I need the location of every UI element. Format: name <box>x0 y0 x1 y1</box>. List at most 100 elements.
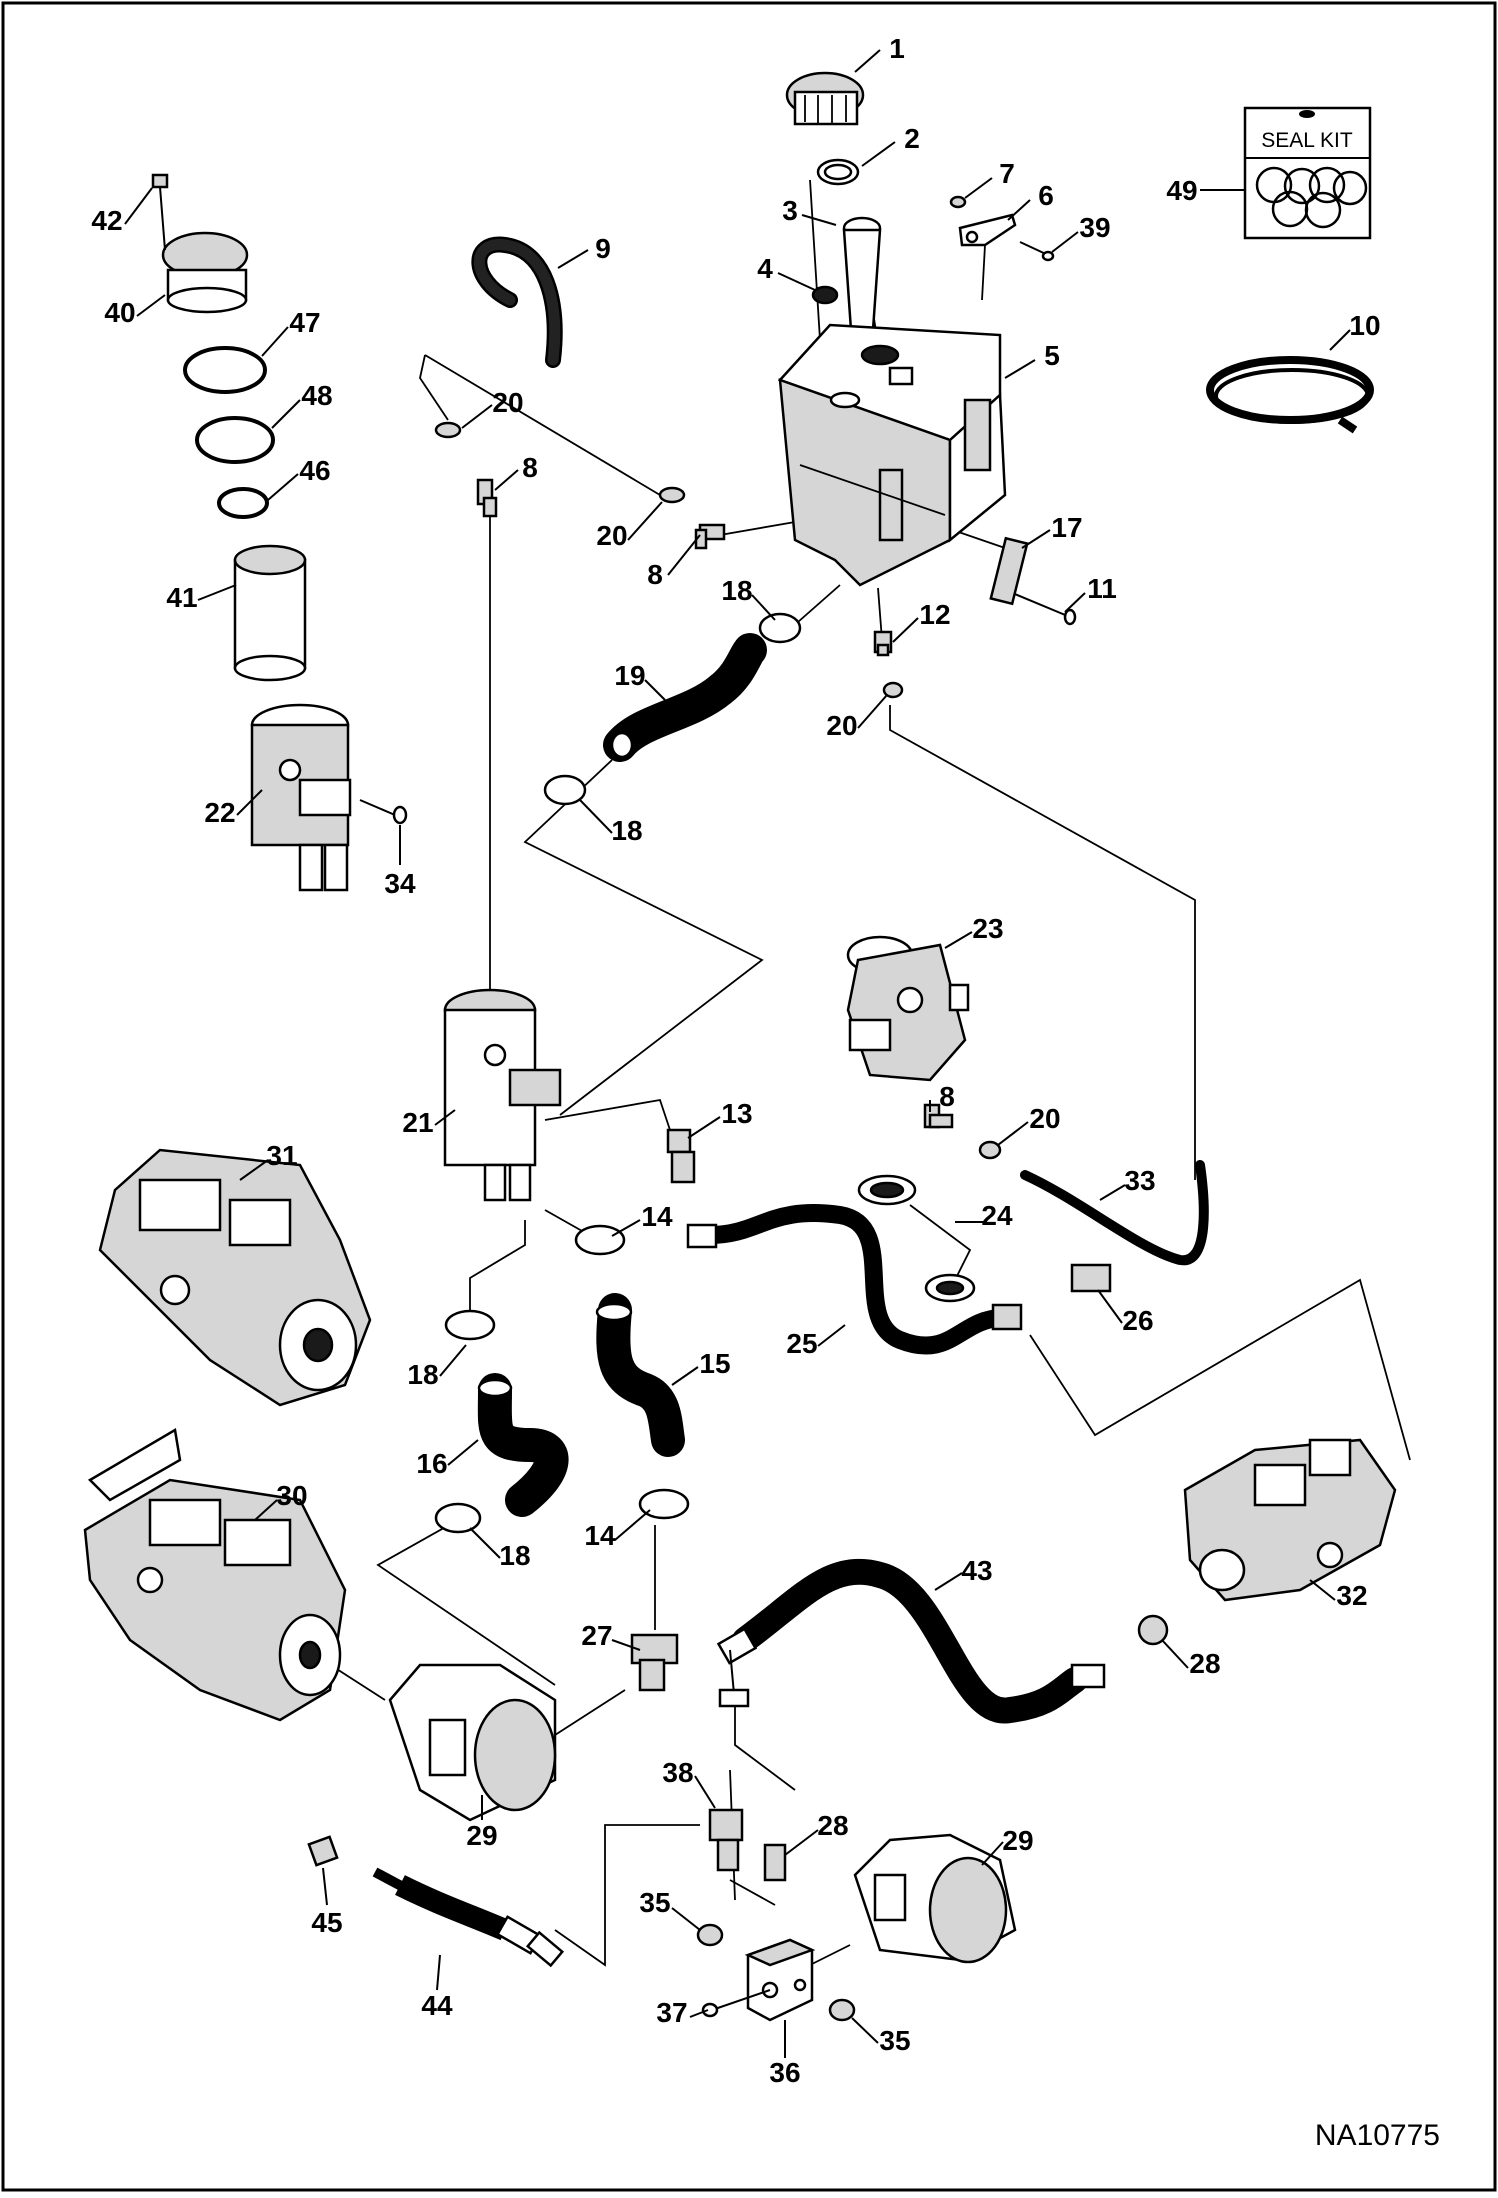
part-callout-29: 29 <box>466 1820 497 1851</box>
callout-leader-line <box>687 1116 721 1139</box>
fitting-part <box>666 1128 696 1184</box>
callout-leader-line <box>447 1439 479 1466</box>
part-callout-35: 35 <box>879 2025 910 2056</box>
callout-leader-line <box>1161 1639 1189 1669</box>
part-callout-25: 25 <box>786 1328 817 1359</box>
part-callout-3: 3 <box>782 195 798 226</box>
part-callout-4: 4 <box>757 253 773 284</box>
callout-leader-line <box>611 1219 641 1237</box>
callout-leader-line <box>1051 231 1079 253</box>
valve-part <box>846 935 970 1082</box>
part-callout-36: 36 <box>769 2057 800 2088</box>
callout-leader-line <box>461 404 493 429</box>
hose-part <box>471 236 563 368</box>
part-callout-14: 14 <box>641 1201 673 1232</box>
clamp-part <box>638 1488 690 1520</box>
callout-leader-line <box>267 473 299 501</box>
o-ring-part <box>217 487 269 519</box>
gear-pump-part <box>388 1663 557 1822</box>
nut-part <box>307 1835 339 1867</box>
part-callout-38: 38 <box>662 1757 693 1788</box>
callout-leader-line <box>439 1344 467 1377</box>
part-callout-20: 20 <box>1029 1103 1060 1134</box>
part-callout-18: 18 <box>407 1359 438 1390</box>
callout-leader-line <box>1329 329 1351 351</box>
clamp-part <box>658 486 686 504</box>
callout-leader-line <box>817 1324 846 1347</box>
reservoir-tank-part <box>777 323 1007 587</box>
callout-leader-line <box>1097 1289 1123 1324</box>
part-callout-31: 31 <box>266 1140 297 1171</box>
callout-leader-line <box>579 799 613 834</box>
part-callout-5: 5 <box>1044 340 1060 371</box>
callout-leader-line <box>964 177 993 199</box>
hose-part <box>596 1293 685 1457</box>
part-callout-45: 45 <box>311 1907 342 1938</box>
nut-part <box>949 195 967 209</box>
o-ring-part <box>183 346 267 394</box>
part-callout-41: 41 <box>166 582 197 613</box>
part-callout-28: 28 <box>1189 1648 1220 1679</box>
seal-kit-label: SEAL KIT <box>1261 129 1353 152</box>
part-callout-11: 11 <box>1087 573 1117 604</box>
part-callout-19: 19 <box>614 660 645 691</box>
hydraulic-hose-part <box>372 1867 565 1968</box>
part-callout-30: 30 <box>276 1480 307 1511</box>
part-callout-8: 8 <box>939 1081 955 1112</box>
callout-leader-line <box>854 49 881 73</box>
part-callout-32: 32 <box>1336 1580 1367 1611</box>
clamp-part <box>543 774 587 806</box>
part-callout-42: 42 <box>91 205 122 236</box>
callout-leader-line <box>892 617 919 643</box>
bolt-part <box>359 799 408 825</box>
part-callout-27: 27 <box>581 1620 612 1651</box>
part-callout-23: 23 <box>972 913 1003 944</box>
part-callout-26: 26 <box>1122 1305 1153 1336</box>
part-callout-18: 18 <box>721 575 752 606</box>
callout-leader-line <box>851 2017 879 2044</box>
filter-housing-part <box>250 703 352 892</box>
callout-leader-line <box>494 469 519 491</box>
tee-fitting-part <box>630 1633 679 1692</box>
fitting-part <box>1070 1263 1112 1293</box>
callout-leader-line <box>1004 359 1036 379</box>
part-callout-8: 8 <box>647 559 663 590</box>
callout-leader-line <box>236 789 263 816</box>
clamp-part <box>574 1224 626 1256</box>
part-callout-16: 16 <box>416 1448 447 1479</box>
part-callout-24: 24 <box>981 1200 1013 1231</box>
callout-leader-line <box>611 1639 641 1651</box>
part-callout-43: 43 <box>961 1555 992 1586</box>
clamp-part <box>758 612 802 644</box>
parts <box>83 71 1397 2022</box>
part-callout-20: 20 <box>826 710 857 741</box>
part-callout-20: 20 <box>492 387 523 418</box>
fitting-part <box>763 1843 787 1882</box>
fitting-part <box>716 1627 758 1708</box>
callout-leader-line <box>861 141 896 167</box>
callout-leader-line <box>667 534 701 576</box>
plug-part <box>828 1998 856 2022</box>
callout-leader-line <box>801 214 837 226</box>
callout-leader-line <box>254 1499 278 1521</box>
callout-leader-line <box>469 1527 501 1559</box>
callout-leader-line <box>1099 1184 1126 1201</box>
part-callout-9: 9 <box>595 233 611 264</box>
part-callout-15: 15 <box>699 1348 730 1379</box>
part-callout-34: 34 <box>384 868 416 899</box>
part-callout-1: 1 <box>889 33 905 64</box>
callout-leader-line <box>614 1509 651 1541</box>
filter-cap-part <box>161 231 249 314</box>
part-callout-40: 40 <box>104 297 135 328</box>
fitting-part <box>873 630 893 657</box>
callout-leader-line <box>671 1366 699 1386</box>
seal-kit-box: SEAL KIT <box>1243 106 1372 240</box>
part-callout-49: 49 <box>1166 175 1197 206</box>
part-callout-46: 46 <box>299 455 330 486</box>
callout-leader-line <box>436 1954 441 1991</box>
part-callout-13: 13 <box>721 1098 752 1129</box>
callout-leader-line <box>1309 1579 1336 1601</box>
callout-leader-line <box>784 1829 819 1856</box>
clamp-part <box>434 1502 482 1534</box>
